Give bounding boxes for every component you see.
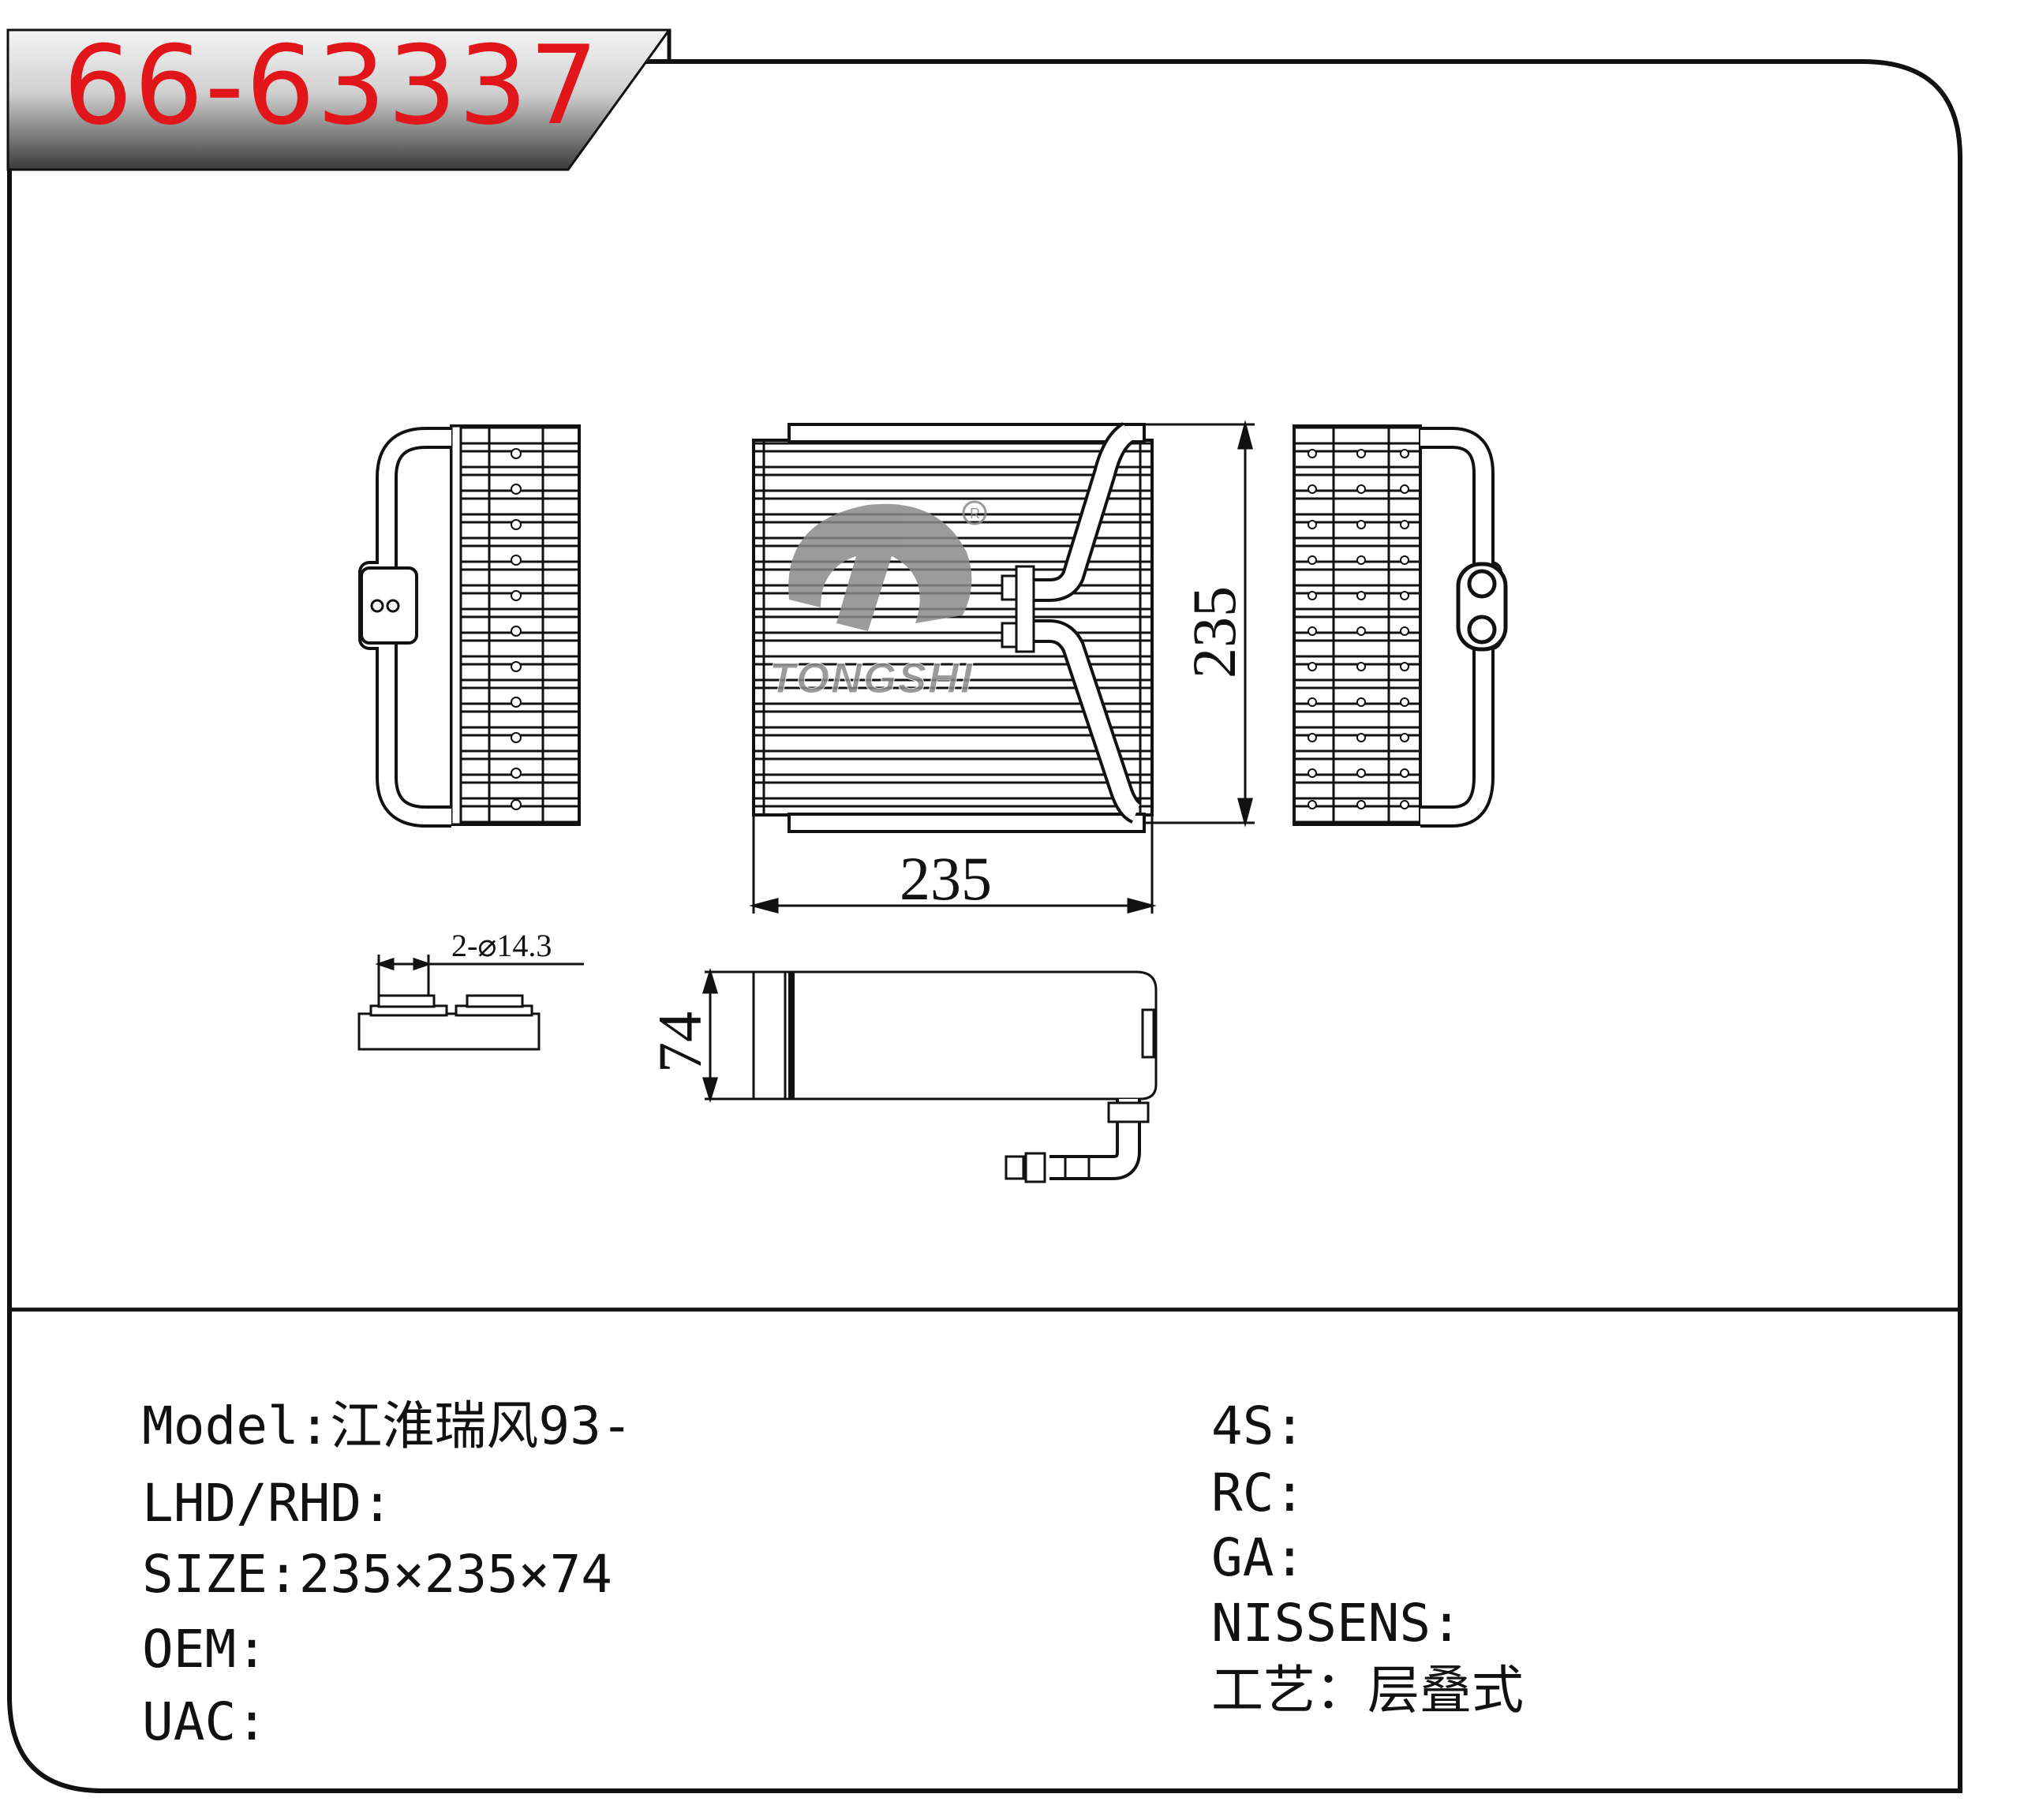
- spec-4s-label: 4S:: [1211, 1396, 1306, 1456]
- spec-rc: RC:: [1211, 1467, 1305, 1519]
- spec-ga: GA:: [1211, 1532, 1305, 1584]
- dim-depth-label: 74: [645, 1011, 714, 1073]
- spec-process-label: 工艺：: [1211, 1660, 1367, 1721]
- front-view: [752, 422, 1154, 833]
- spec-lhd-rhd-label: LHD/RHD:: [142, 1473, 393, 1534]
- title-banner: [6, 28, 672, 171]
- spec-model-label: Model:: [142, 1396, 331, 1456]
- spec-ga-label: GA:: [1211, 1527, 1306, 1588]
- part-number: 66-63337: [63, 22, 600, 149]
- logo: R TONGSHI: [769, 500, 987, 703]
- spec-4s: 4S:: [1211, 1400, 1305, 1452]
- spec-rc-label: RC:: [1211, 1463, 1306, 1523]
- depth-view: [752, 970, 1158, 1183]
- flange-view: [357, 955, 584, 1051]
- spec-uac-label: UAC:: [142, 1691, 268, 1752]
- dim-pipe-label: 2-⌀14.3: [451, 928, 552, 963]
- dim-width-label: 235: [900, 844, 992, 913]
- spec-size: SIZE:235×235×74: [142, 1549, 612, 1601]
- spec-oem-label: OEM:: [142, 1619, 268, 1680]
- spec-uac: UAC:: [142, 1696, 268, 1748]
- spec-process-value: 层叠式: [1367, 1660, 1524, 1721]
- svg-text:R: R: [970, 506, 980, 521]
- dim-depth: [701, 967, 754, 1104]
- spec-size-value: 235×235×74: [298, 1544, 613, 1605]
- right-side-view: [1293, 424, 1508, 828]
- spec-nissens-label: NISSENS:: [1211, 1593, 1462, 1654]
- spec-model: Model:江淮瑞风93-: [142, 1400, 633, 1452]
- spec-nissens: NISSENS:: [1211, 1598, 1462, 1650]
- spec-process: 工艺：层叠式: [1211, 1665, 1524, 1717]
- dim-height: [1144, 420, 1255, 828]
- outer-frame: [7, 59, 1962, 1793]
- logo-text: TONGSHI: [769, 655, 974, 702]
- spec-model-value: 江淮瑞风93-: [330, 1396, 633, 1456]
- dim-height-label: 235: [1180, 586, 1248, 678]
- left-side-view: [358, 424, 581, 828]
- dim-width: [749, 817, 1157, 914]
- spec-oem: OEM:: [142, 1624, 268, 1676]
- spec-size-label: SIZE:: [142, 1544, 299, 1605]
- spec-lhd-rhd: LHD/RHD:: [142, 1478, 393, 1530]
